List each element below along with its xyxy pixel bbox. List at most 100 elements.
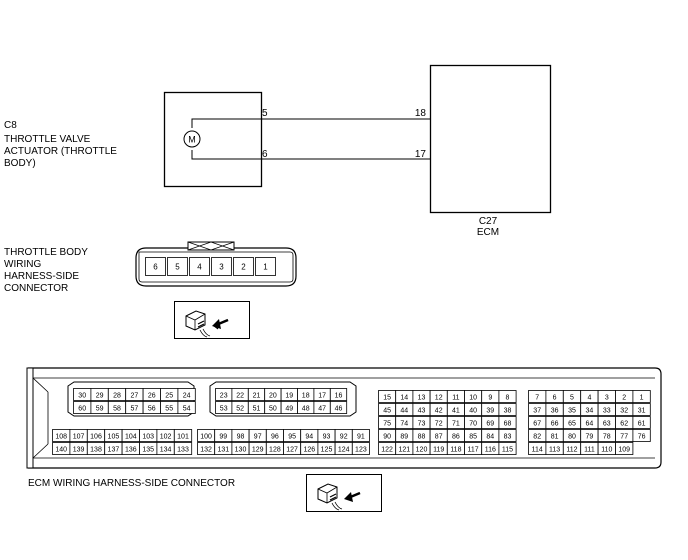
ecm-connector-pin: 39 bbox=[481, 403, 500, 416]
pin-number: 39 bbox=[486, 408, 494, 415]
pin-number: 117 bbox=[468, 447, 479, 454]
ecm-connector-pin: 139 bbox=[69, 442, 88, 455]
ecm-connector-pin: 6 bbox=[545, 390, 564, 403]
pin-number: 101 bbox=[177, 434, 189, 441]
ecm-connector-pin: 29 bbox=[90, 388, 109, 401]
actuator-name-line-3: BODY) bbox=[4, 158, 36, 169]
pin-number: 121 bbox=[398, 447, 410, 454]
pin-number: 69 bbox=[486, 421, 494, 428]
pin-number: 91 bbox=[357, 434, 365, 441]
ecm-connector-pin: 34 bbox=[580, 403, 599, 416]
pin-number: 98 bbox=[237, 434, 245, 441]
pin-number: 131 bbox=[217, 447, 229, 454]
pin-number: 54 bbox=[183, 406, 191, 413]
pin-number: 132 bbox=[200, 447, 212, 454]
throttle-connector-pin: 6 bbox=[145, 257, 166, 276]
ecm-connector-pin: 117 bbox=[464, 442, 483, 455]
pin-number: 80 bbox=[568, 434, 576, 441]
ecm-name: ECM bbox=[477, 227, 499, 238]
ecm-connector-pin: 96 bbox=[265, 429, 284, 442]
ecm-connector-pin: 61 bbox=[632, 416, 651, 429]
pin-number: 14 bbox=[400, 395, 408, 402]
pin-number: 19 bbox=[285, 393, 293, 400]
pin-number: 34 bbox=[586, 408, 594, 415]
ecm-connector-pin: 122 bbox=[378, 442, 397, 455]
ecm-connector-pin: 52 bbox=[231, 401, 249, 414]
ecm-connector-pin: 84 bbox=[481, 429, 500, 442]
pin-number: 46 bbox=[335, 406, 343, 413]
ecm-connector-pin: 128 bbox=[265, 442, 284, 455]
pin-number: 2 bbox=[241, 263, 246, 272]
pin-number: 109 bbox=[618, 447, 630, 454]
ecm-connector-pin: 18 bbox=[297, 388, 315, 401]
pin-number: 21 bbox=[253, 393, 261, 400]
ecm-connector-pin: 107 bbox=[69, 429, 88, 442]
throttle-connector-pin: 3 bbox=[211, 257, 232, 276]
ecm-connector-pin: 100 bbox=[197, 429, 216, 442]
pin-number: 8 bbox=[506, 395, 510, 402]
pin-number: 30 bbox=[78, 393, 86, 400]
connector-view-icon bbox=[174, 301, 250, 339]
ecm-connector-pin: 32 bbox=[615, 403, 634, 416]
pin-number: 49 bbox=[285, 406, 293, 413]
ecm-connector-pin: 76 bbox=[632, 429, 651, 442]
ecm-connector-pin: 47 bbox=[313, 401, 331, 414]
throttle-connector-label-line-2: WIRING bbox=[4, 259, 42, 270]
pin-number: 52 bbox=[236, 406, 244, 413]
ecm-connector-pin: 93 bbox=[317, 429, 336, 442]
pin-number: 25 bbox=[165, 393, 173, 400]
pin-number: 111 bbox=[584, 447, 595, 454]
ecm-connector-pin: 58 bbox=[107, 401, 127, 414]
ecm-connector-pin: 89 bbox=[395, 429, 414, 442]
ecm-connector-pin: 111 bbox=[580, 442, 599, 455]
ecm-connector-pin: 69 bbox=[481, 416, 500, 429]
throttle-connector-pin: 1 bbox=[255, 257, 276, 276]
ecm-connector-pin: 3 bbox=[597, 390, 616, 403]
ecm-connector-pin: 78 bbox=[597, 429, 616, 442]
ecm-connector-pin: 20 bbox=[264, 388, 282, 401]
ecm-connector-pin: 121 bbox=[395, 442, 414, 455]
ecm-connector-pin: 68 bbox=[498, 416, 517, 429]
ecm-connector-pin: 119 bbox=[429, 442, 448, 455]
throttle-connector-label-line-4: CONNECTOR bbox=[4, 283, 69, 294]
pin-number: 23 bbox=[220, 393, 228, 400]
pin-number: 3 bbox=[219, 263, 224, 272]
pin-number: 86 bbox=[452, 434, 460, 441]
pin-number: 2 bbox=[622, 395, 626, 402]
pin-number: 133 bbox=[177, 447, 189, 454]
pin-number: 3 bbox=[605, 395, 609, 402]
pin-number: 62 bbox=[620, 421, 628, 428]
ecm-connector-pin: 46 bbox=[329, 401, 348, 414]
ecm-connector-pin: 16 bbox=[329, 388, 348, 401]
ecm-connector-pin: 131 bbox=[214, 442, 233, 455]
ecm-connector-pin: 19 bbox=[280, 388, 298, 401]
pin-number: 24 bbox=[183, 393, 191, 400]
pin-number: 7 bbox=[535, 395, 539, 402]
pin-number: 55 bbox=[165, 406, 173, 413]
pin-number: 120 bbox=[416, 447, 428, 454]
pin-number: 31 bbox=[638, 408, 646, 415]
pin-number: 134 bbox=[160, 447, 172, 454]
pin-number: 123 bbox=[355, 447, 367, 454]
ecm-connector-pin: 127 bbox=[283, 442, 302, 455]
pin-number: 82 bbox=[533, 434, 541, 441]
pin-number: 106 bbox=[90, 434, 102, 441]
pin-number: 87 bbox=[435, 434, 443, 441]
pin-number: 110 bbox=[601, 447, 612, 454]
pin-number: 75 bbox=[383, 421, 391, 428]
pin-number: 4 bbox=[197, 263, 202, 272]
ecm-connector-pin: 134 bbox=[156, 442, 175, 455]
ecm-connector-pin: 4 bbox=[580, 390, 599, 403]
ecm-connector-pin: 56 bbox=[142, 401, 161, 414]
pin-number: 119 bbox=[433, 447, 444, 454]
pin-number: 15 bbox=[383, 395, 391, 402]
ecm-connector-pin: 130 bbox=[231, 442, 250, 455]
ecm-connector-pin: 81 bbox=[545, 429, 564, 442]
pin-number: 45 bbox=[383, 408, 391, 415]
ecm-connector-pin: 23 bbox=[215, 388, 233, 401]
ecm-connector-pin: 65 bbox=[562, 416, 582, 429]
ecm-connector-pin: 114 bbox=[528, 442, 547, 455]
ecm-connector-pin: 42 bbox=[429, 403, 448, 416]
